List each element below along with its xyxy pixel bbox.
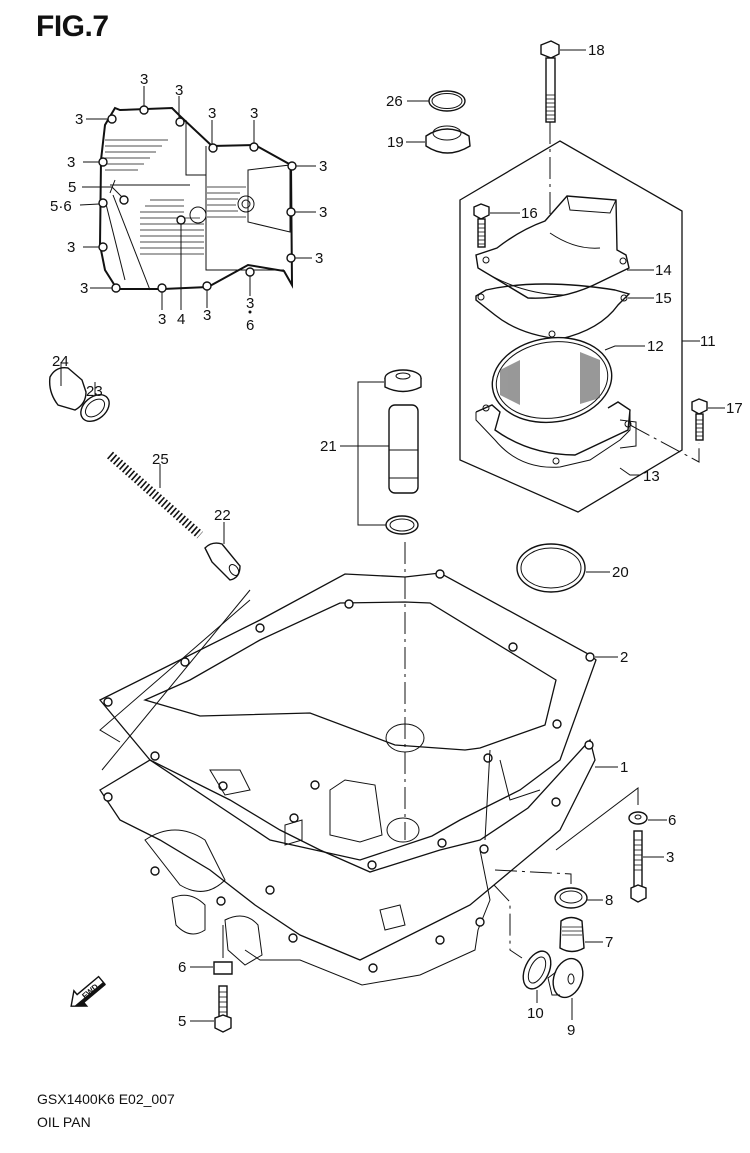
inset-callout: 4 xyxy=(177,311,185,328)
strainer-assembly-11: 11 16 14 15 12 13 xyxy=(459,122,743,513)
inset-callout: 3 xyxy=(80,280,88,297)
callout-15: 15 xyxy=(655,290,672,307)
bolt-18: 18 xyxy=(540,40,605,123)
callout-9: 9 xyxy=(567,1022,575,1039)
callout-22: 22 xyxy=(214,507,231,524)
callout-11: 11 xyxy=(700,333,716,350)
callout-21: 21 xyxy=(320,438,337,455)
inset-callout: 3 xyxy=(175,82,183,99)
callout-19: 19 xyxy=(387,134,404,151)
callout-2: 2 xyxy=(620,649,628,666)
callout-1: 1 xyxy=(620,759,628,776)
inset-bolt-holes xyxy=(98,105,297,293)
plug-24: 24 xyxy=(48,353,87,411)
plug-7: 7 xyxy=(559,916,613,953)
inset-callout: 3 xyxy=(140,71,148,88)
callout-6-right: 6 xyxy=(668,812,676,829)
washer-6-right: 6 xyxy=(555,786,676,851)
inset-callout: 5·6 xyxy=(50,198,72,215)
inset-callout: 3 xyxy=(67,239,75,256)
callout-13: 13 xyxy=(643,468,660,485)
callout-17: 17 xyxy=(726,400,743,417)
inset-callout: 3 xyxy=(319,204,327,221)
callout-12: 12 xyxy=(647,338,664,355)
callout-25: 25 xyxy=(152,451,169,468)
inset-callout: 3 xyxy=(315,250,323,267)
oil-pan-top-view-inset: 3 3 3 3 3 3 3 3 3 3 3 3 4 3 3 6 5 5·6 xyxy=(50,71,327,334)
inset-callout: 6 xyxy=(246,317,254,334)
callout-10: 10 xyxy=(527,1005,544,1022)
inset-callout: 3 xyxy=(158,311,166,328)
forward-direction-arrow: FWD xyxy=(70,975,106,1007)
bolt-5: 5 xyxy=(178,985,232,1033)
callout-6-left: 6 xyxy=(178,959,186,976)
callout-20: 20 xyxy=(612,564,629,581)
model-code: GSX1400K6 E02_007 xyxy=(37,1091,175,1107)
inset-callout: 3 xyxy=(208,105,216,122)
oil-pipe-21: 21 xyxy=(320,369,422,535)
drain-plug-9: 9 xyxy=(547,957,584,1039)
oil-pan-1: 1 xyxy=(99,589,628,986)
inset-callout: 3 xyxy=(319,158,327,175)
inset-callout: 5 xyxy=(68,179,76,196)
inset-callout: 3 xyxy=(246,295,254,312)
gasket-10: 10 xyxy=(493,884,552,1022)
figure-title: FIG.7 xyxy=(36,10,109,43)
gasket-23: 23 xyxy=(80,382,110,422)
callout-14: 14 xyxy=(655,262,672,279)
diagram-name: OIL PAN xyxy=(37,1114,91,1130)
callout-3-right: 3 xyxy=(666,849,674,866)
callout-24: 24 xyxy=(52,353,69,370)
piston-22: 22 xyxy=(204,507,241,581)
callout-7: 7 xyxy=(605,934,613,951)
washer-6-left: 6 xyxy=(178,925,233,976)
bolt-3-right: 3 xyxy=(630,830,674,903)
spring-25: 25 xyxy=(107,451,203,539)
inset-callout: 3 xyxy=(75,111,83,128)
o-ring-20: 20 xyxy=(516,543,629,593)
callout-8: 8 xyxy=(605,892,613,909)
gasket-8: 8 xyxy=(494,869,613,909)
inset-callout: 3 xyxy=(203,307,211,324)
seal-19: 19 xyxy=(387,125,471,154)
callout-5: 5 xyxy=(178,1013,186,1030)
callout-16: 16 xyxy=(521,205,538,222)
callout-26: 26 xyxy=(386,93,403,110)
inset-callout: 3 xyxy=(67,154,75,171)
callout-18: 18 xyxy=(588,42,605,59)
o-ring-26: 26 xyxy=(386,90,466,112)
inset-callout: 3 xyxy=(250,105,258,122)
callout-23: 23 xyxy=(86,383,103,400)
